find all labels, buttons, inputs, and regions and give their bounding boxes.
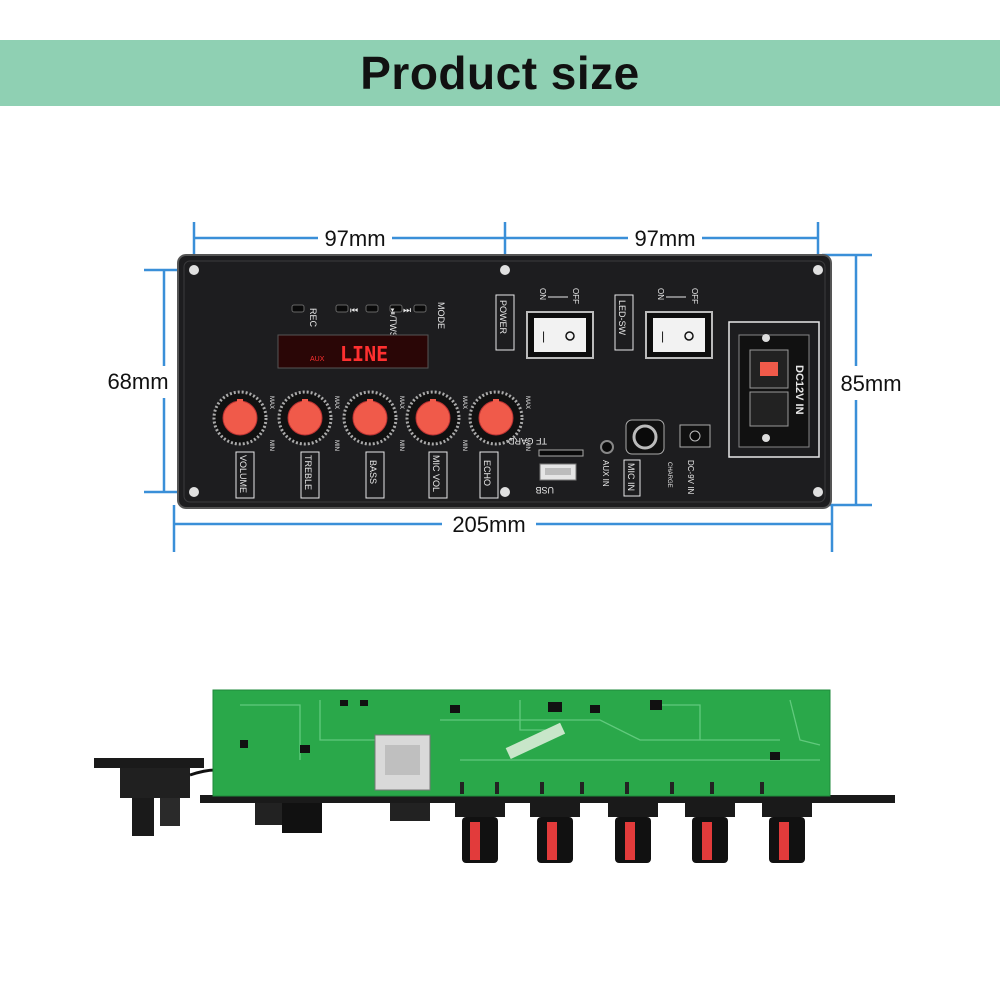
led-off-mark	[684, 331, 694, 341]
knob-label-volume: VOLUME	[238, 455, 248, 493]
bass-min-label: MIN	[398, 440, 404, 451]
pcb-board	[212, 689, 831, 797]
dim-top-left: 97mm	[324, 226, 385, 251]
power-label: POWER	[498, 300, 508, 335]
led-on-mark: |	[661, 329, 664, 343]
tf-card-slot[interactable]	[538, 449, 584, 457]
indicator-rec: REC	[308, 308, 318, 328]
mount-hole	[189, 487, 199, 497]
treble-knob[interactable]	[277, 390, 333, 446]
treble-max-label: MAX	[333, 396, 339, 409]
mount-hole	[500, 487, 510, 497]
mount-hole	[813, 487, 823, 497]
mic-vol-max-label: MAX	[461, 396, 467, 409]
indicator-prev: ⏮	[350, 305, 358, 315]
bass-max-label: MAX	[398, 396, 404, 409]
power-on-label: ON	[538, 288, 547, 300]
power-off-mark	[565, 331, 575, 341]
pcb-knob-4	[685, 803, 735, 863]
pcb-knob-5	[762, 803, 812, 863]
led-display: AUX LINE	[277, 334, 429, 369]
display-text: LINE	[340, 342, 388, 366]
mic-vol-knob[interactable]	[405, 390, 461, 446]
aux-in-label: AUX IN	[601, 460, 610, 487]
indicator-next: ⏭	[403, 305, 411, 315]
pcb-knob-3	[608, 803, 658, 863]
volume-max-label: MAX	[268, 396, 274, 409]
dim-bottom-width: 205mm	[452, 512, 525, 537]
led-switch[interactable]: LED-SW ON OFF |	[614, 288, 713, 359]
indicator-leds: REC ⏮ ⏯/TWS ⏭ MODE	[291, 302, 446, 338]
mount-hole	[813, 265, 823, 275]
charge-label: CHARGE	[666, 462, 672, 488]
pcb-knob-1	[455, 803, 505, 863]
page-title: Product size	[360, 47, 640, 99]
echo-min-label: MIN	[524, 440, 530, 451]
dc12v-label: DC12V IN	[793, 365, 805, 415]
knob-label-bass: BASS	[368, 460, 378, 484]
treble-min-label: MIN	[333, 440, 339, 451]
tf-card-label: TF CARD	[508, 436, 547, 446]
dc9v-label: DC-9V IN	[686, 460, 695, 494]
knob-label-mic-vol: MIC VOL	[431, 455, 441, 492]
pcb-knob-2	[530, 803, 580, 863]
power-off-label: OFF	[571, 288, 580, 304]
title-banner: Product size	[0, 40, 1000, 106]
mic-vol-min-label: MIN	[461, 440, 467, 451]
mic-in-label: MIC IN	[626, 463, 636, 491]
dim-left-height: 68mm	[107, 369, 168, 394]
dim-right-height: 85mm	[840, 371, 901, 396]
power-switch[interactable]: POWER ON OFF |	[495, 288, 594, 359]
power-on-mark: |	[542, 329, 545, 343]
indicator-mode: MODE	[436, 302, 446, 329]
display-aux: AUX	[310, 356, 325, 363]
knob-row	[212, 390, 524, 446]
bass-knob[interactable]	[342, 390, 398, 446]
volume-min-label: MIN	[268, 440, 274, 451]
mount-hole	[189, 265, 199, 275]
led-on-label: ON	[656, 288, 665, 300]
usb-label: USB	[535, 485, 554, 495]
dim-top-right: 97mm	[634, 226, 695, 251]
knob-labels: VOLUME TREBLE BASS MIC VOL ECHO	[235, 451, 499, 499]
volume-knob[interactable]	[212, 390, 268, 446]
led-sw-label: LED-SW	[617, 300, 627, 336]
knob-label-treble: TREBLE	[303, 455, 313, 490]
aux-in-jack[interactable]	[600, 440, 614, 454]
knob-label-echo: ECHO	[482, 460, 492, 486]
front-panel: REC ⏮ ⏯/TWS ⏭ MODE AUX LINE	[177, 254, 832, 509]
echo-knob[interactable]	[468, 390, 524, 446]
pcb-left-connector	[94, 758, 216, 836]
pcb-side-view	[94, 689, 895, 863]
led-off-label: OFF	[690, 288, 699, 304]
indicator-play-tws: ⏯/TWS	[388, 308, 398, 338]
echo-max-label: MAX	[524, 396, 530, 409]
mount-hole	[500, 265, 510, 275]
dc12v-input[interactable]: DC12V IN	[728, 321, 820, 458]
